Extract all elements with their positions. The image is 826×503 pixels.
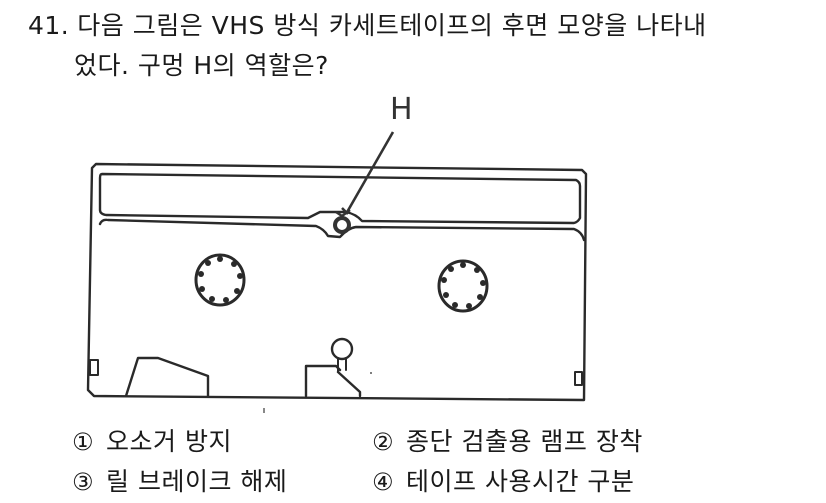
vhs-cassette-diagram [80,90,600,420]
center-circle [330,337,354,361]
choice-4[interactable]: ④ 테이프 사용시간 구분 [372,462,634,502]
h-arrow-line [344,131,395,215]
left-reel-hub [194,253,246,307]
choice-1-marker: ① [72,428,95,456]
choice-1[interactable]: ① 오소거 방지 [72,422,372,462]
hole-h-label: H [390,92,413,127]
answer-choices: ① 오소거 방지 ② 종단 검출용 램프 장착 ③ 릴 브레이크 해제 ④ 테이… [72,422,643,502]
right-reel-hub [437,259,489,313]
choice-3-text: 릴 브레이크 해제 [106,467,288,496]
left-notch [89,359,99,376]
choice-row-1: ① 오소거 방지 ② 종단 검출용 램프 장착 [72,422,643,462]
cassette-drawing [86,131,588,413]
center-protrusion-slope [336,370,362,398]
question-text: 41.다음 그림은 VHS 방식 카세트테이프의 후면 모양을 나타내 었다. … [28,6,707,86]
question-number: 41. [28,11,70,40]
choice-2[interactable]: ② 종단 검출용 램프 장착 [372,422,643,462]
cassette-outer-body [86,162,588,402]
choice-2-marker: ② [372,428,395,456]
choice-2-text: 종단 검출용 램프 장착 [406,427,643,456]
question-line-2: 었다. 구멍 H의 역할은? [74,51,329,80]
center-protrusion [304,364,342,398]
choice-3[interactable]: ③ 릴 브레이크 해제 [72,462,372,502]
choice-3-marker: ③ [72,468,95,496]
choice-4-text: 테이프 사용시간 구분 [406,467,635,496]
reel-teeth [198,256,486,309]
center-stem [337,357,347,373]
choice-4-marker: ④ [372,468,395,496]
housing-upper-edge [98,218,586,242]
question-stem-part-1: 다음 그림은 VHS 방식 카세트테이프의 후면 모양을 나타내 [77,11,707,40]
left-trapezoid [124,356,210,398]
question-line-1: 41.다음 그림은 VHS 방식 카세트테이프의 후면 모양을 나타내 [28,6,707,46]
choice-row-2: ③ 릴 브레이크 해제 ④ 테이프 사용시간 구분 [72,462,643,502]
right-notch [574,371,583,386]
choice-1-text: 오소거 방지 [106,427,232,456]
